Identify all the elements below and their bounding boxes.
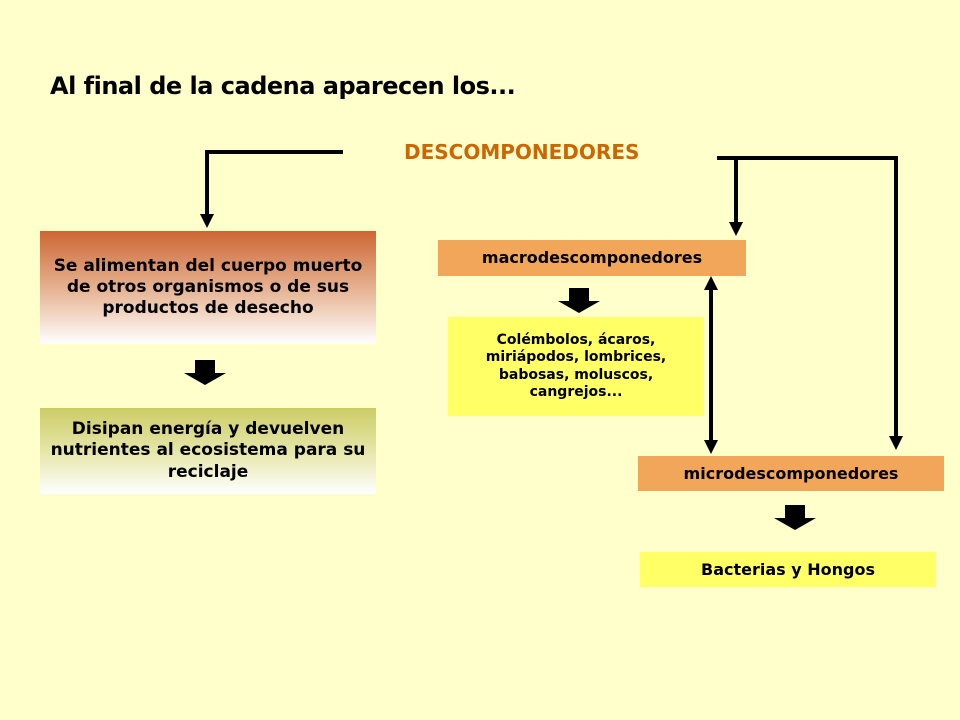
macro-examples-box: Colémbolos, ácaros, miriápodos, lombrice… — [448, 317, 704, 416]
descomponedores-heading: DESCOMPONEDORES — [404, 140, 640, 164]
block-arrow-micro — [774, 505, 816, 530]
micro-examples-box: Bacterias y Hongos — [640, 552, 936, 587]
right-connector — [717, 156, 903, 450]
macrodescomponedores-box: macrodescomponedores — [438, 240, 746, 276]
block-arrow-macro — [558, 288, 600, 313]
slide-title: Al final de la cadena aparecen los... — [50, 72, 516, 100]
feeding-box: Se alimentan del cuerpo muerto de otros … — [40, 231, 376, 344]
macro-micro-double-arrow — [704, 276, 718, 454]
energy-box: Disipan energía y devuelven nutrientes a… — [40, 408, 376, 494]
left-connector — [200, 150, 343, 228]
microdescomponedores-box: microdescomponedores — [638, 456, 944, 491]
block-arrow-left — [184, 360, 226, 385]
